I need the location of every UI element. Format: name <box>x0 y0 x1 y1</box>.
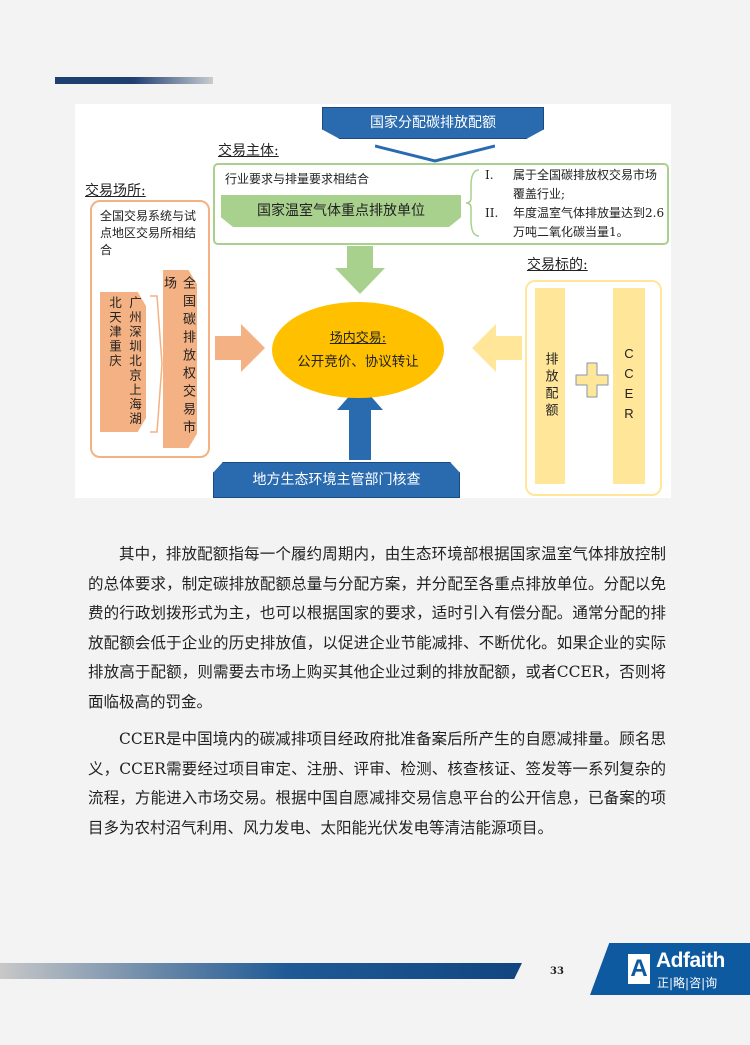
pilot-cities: 广州深圳北京上海湖北天津重庆 <box>100 292 146 432</box>
object-box <box>525 280 662 496</box>
object-title: 交易标的: <box>527 257 588 273</box>
subject-title: 交易主体: <box>218 143 279 159</box>
carbon-trading-diagram: 国家分配碳排放配额 交易主体: 行业要求与排量要求相结合 国家温室气体重点排放单… <box>75 104 671 498</box>
center-ellipse: 场内交易: 公开竞价、协议转让 <box>272 302 444 398</box>
arrow-down-icon <box>335 246 385 294</box>
brace-icon <box>465 169 480 237</box>
object-ccer: CCER <box>613 288 645 484</box>
center-title: 场内交易: <box>329 331 387 346</box>
criteria-list: I. 属于全国碳排放权交易市场覆盖行业; II. 年度温室气体排放量达到2.6万吨二… <box>485 166 665 242</box>
chevron-down-icon <box>375 144 495 163</box>
paragraph: 其中，排放配额指每一个履约周期内，由生态环境部根据国家温室气体排放控制的总体要求… <box>88 545 666 711</box>
footer-accent-bar <box>0 963 522 979</box>
bottom-banner: 地方生态环境主管部门核查 <box>213 462 460 498</box>
logo-a-icon: A <box>628 954 650 984</box>
paragraph: CCER是中国境内的碳减排项目经政府批准备案后所产生的自愿减排量。顾名思义，CC… <box>88 730 666 837</box>
page-number: 33 <box>550 966 564 977</box>
national-market: 全国碳排放权交易市场 <box>163 270 197 448</box>
bracket-icon <box>150 295 163 433</box>
logo-text: Adfaith <box>656 949 725 972</box>
criteria-num: II. <box>485 206 499 220</box>
subject-note: 行业要求与排量要求相结合 <box>225 172 370 186</box>
subject-box <box>213 163 669 245</box>
object-quota: 排放配额 <box>535 288 565 484</box>
arrow-up-icon <box>337 384 383 460</box>
top-banner: 国家分配碳排放配额 <box>322 107 544 139</box>
venue-note: 全国交易系统与试点地区交易所相结合 <box>100 209 197 257</box>
criteria-num: I. <box>485 168 494 182</box>
body-text: 其中，排放配额指每一个履约周期内，由生态环境部根据国家温室气体排放控制的总体要求… <box>88 540 666 851</box>
venue-box <box>90 200 210 458</box>
plus-icon <box>575 362 609 398</box>
adfaith-logo: A Adfaith 正|略|咨|询 <box>590 943 750 995</box>
header-accent-bar <box>55 77 213 84</box>
arrow-left-icon <box>472 324 522 372</box>
center-text: 公开竞价、协议转让 <box>297 354 419 370</box>
logo-subtext: 正|略|咨|询 <box>657 976 718 990</box>
criteria-text: 属于全国碳排放权交易市场覆盖行业; <box>513 168 658 201</box>
subject-banner: 国家温室气体重点排放单位 <box>221 195 461 227</box>
arrow-right-icon <box>215 324 265 372</box>
criteria-text: 年度温室气体排放量达到2.6万吨二氧化碳当量1。 <box>513 206 665 239</box>
venue-title: 交易场所: <box>85 183 146 199</box>
